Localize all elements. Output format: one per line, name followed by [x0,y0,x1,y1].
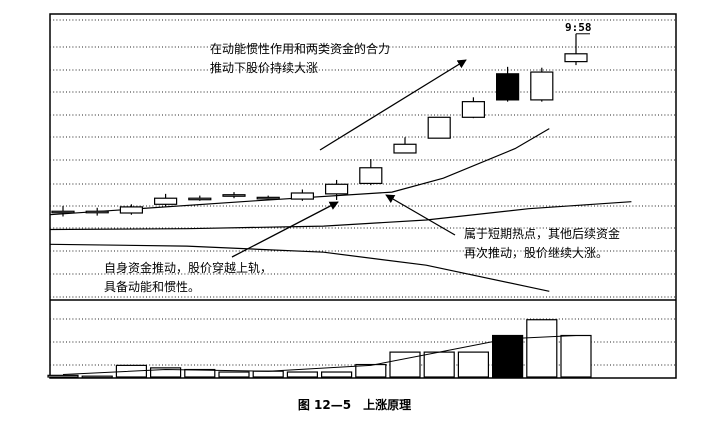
candle-body [154,197,178,205]
candles [51,33,590,217]
volume-bar [321,371,353,378]
volume-bar [218,371,250,378]
annotation-arrows [231,59,467,258]
candle-body [290,192,314,200]
volume-bar [355,363,387,378]
candle-body [85,210,109,214]
volume-bar [150,367,182,378]
annotation-right-line2: 再次推动，股价继续大涨。 [464,246,609,260]
volume-bars [47,319,592,379]
volume-bar [47,374,79,378]
volume-bar [184,368,216,378]
chart-frame [49,13,677,379]
volume-bar [560,334,592,378]
volume-bar [457,351,489,378]
candle-body [256,196,280,200]
candle-body [325,183,349,195]
candle-body [564,53,588,63]
band-lower [49,243,550,292]
volume-bar [286,371,318,378]
candle-body [496,73,520,101]
annotation-left-line1: 自身资金推动，股价穿越上轨， [104,261,273,275]
volume-bar [81,375,113,379]
band-upper [49,128,550,216]
arrow-top [319,59,467,151]
annotation-right-line1: 属于短期热点，其他后续资金 [464,227,621,241]
candle-body [530,71,554,101]
candle-body [119,206,144,214]
candle-body [222,194,246,197]
volume-bar [252,370,284,378]
band-middle [49,201,632,231]
candle-body [461,101,485,118]
candle-body [393,143,417,154]
arrow-left [231,201,339,258]
candle-body [51,210,75,214]
time-label: 9:58 [565,21,592,34]
figure-caption: 图 12—5 上涨原理 [297,398,412,412]
candle-body [359,167,383,185]
volume-bar [423,351,455,378]
arrow-right [385,194,456,236]
annotation-top-line2: 推动下股价持续大涨 [210,61,319,75]
candle-body [188,197,212,201]
annotation-top-line1: 在动能惯性作用和两类资金的合力 [210,42,391,56]
volume-bar [389,351,421,378]
chart-border [49,13,677,379]
candle-body [427,116,451,139]
volume-bar [526,319,558,378]
volume-ma-line [62,335,577,375]
volume-bar [492,334,524,378]
annotation-left-line2: 具备动能和惯性。 [104,280,201,294]
bollinger-bands [49,128,632,292]
